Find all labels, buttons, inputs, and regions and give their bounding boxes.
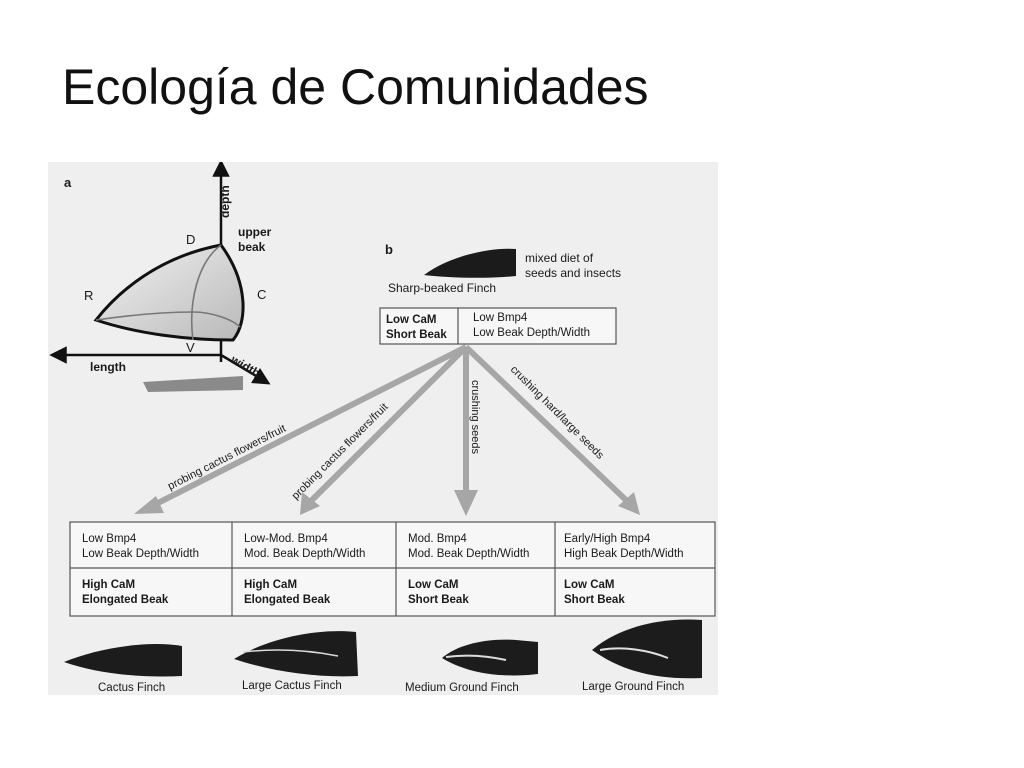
width-axis (220, 353, 271, 385)
col4-finch: Large Ground Finch (582, 681, 684, 693)
upper-label: upper (238, 225, 272, 239)
col3-cam: Low CaM (408, 579, 458, 591)
arrow-3-head (454, 490, 478, 516)
col4-bmp: Early/High Bmp4 (564, 533, 651, 545)
beak-label: beak (238, 240, 266, 254)
arrow-1-head (134, 496, 164, 514)
finch-beak-figure: a depth upper beak D R C V length width … (48, 162, 718, 695)
width-label: width (228, 352, 263, 380)
col2-bmp-sub: Mod. Beak Depth/Width (244, 548, 365, 560)
arrow-2-label: probing cactus flowers/fruit (290, 401, 391, 502)
col4-cam: Low CaM (564, 579, 614, 591)
ancestor-diet-2: seeds and insects (525, 266, 621, 280)
arrow-1-label: probing cactus flowers/fruit (166, 423, 288, 493)
ancestor-diet-1: mixed diet of (525, 251, 594, 265)
divergence-arrows (134, 344, 640, 516)
col1-cam: High CaM (82, 579, 135, 591)
panel-a-label: a (64, 175, 72, 190)
length-label: length (90, 360, 126, 374)
arrow-3-label: crushing seeds (469, 380, 481, 454)
slide-title: Ecología de Comunidades (62, 59, 649, 115)
col1-cam-sub: Elongated Beak (82, 594, 169, 606)
point-c: C (257, 287, 266, 302)
panel-a: a depth upper beak D R C V length width (49, 162, 272, 392)
col1-bmp-sub: Low Beak Depth/Width (82, 548, 199, 560)
col2-bmp: Low-Mod. Bmp4 (244, 533, 328, 545)
arrow-4-label: crushing hard/large seeds (508, 364, 606, 462)
descendant-table (69, 521, 716, 617)
sharp-beaked-finch-beak (424, 248, 516, 278)
col2-cam: High CaM (244, 579, 297, 591)
beak-shape (93, 243, 245, 342)
ancestor-name: Sharp-beaked Finch (388, 281, 496, 295)
ancestor-table (379, 307, 617, 345)
col2-finch: Large Cactus Finch (242, 680, 342, 692)
point-d: D (186, 232, 195, 247)
col1-finch: Cactus Finch (98, 682, 165, 694)
ancestor-left-1: Low CaM (386, 314, 436, 326)
depth-label: depth (218, 185, 232, 218)
ancestor-right-2: Low Beak Depth/Width (473, 327, 590, 339)
col4-bmp-sub: High Beak Depth/Width (564, 548, 684, 560)
cactus-finch-beak (64, 643, 182, 677)
large-ground-finch-beak (592, 619, 702, 679)
col3-bmp: Mod. Bmp4 (408, 533, 467, 545)
ancestor-right-1: Low Bmp4 (473, 312, 528, 324)
arrow-2-head (300, 492, 320, 515)
arrow-4-head (618, 492, 640, 515)
col2-cam-sub: Elongated Beak (244, 594, 331, 606)
col4-cam-sub: Short Beak (564, 594, 625, 606)
point-v: V (186, 340, 195, 355)
col1-bmp: Low Bmp4 (82, 533, 137, 545)
beak-shadow (143, 376, 243, 392)
large-cactus-finch-beak (234, 631, 358, 677)
col3-bmp-sub: Mod. Beak Depth/Width (408, 548, 529, 560)
panel-b-label: b (385, 242, 393, 257)
ancestor-left-2: Short Beak (386, 329, 447, 341)
col3-cam-sub: Short Beak (408, 594, 469, 606)
point-r: R (84, 288, 93, 303)
col3-finch: Medium Ground Finch (405, 682, 519, 694)
